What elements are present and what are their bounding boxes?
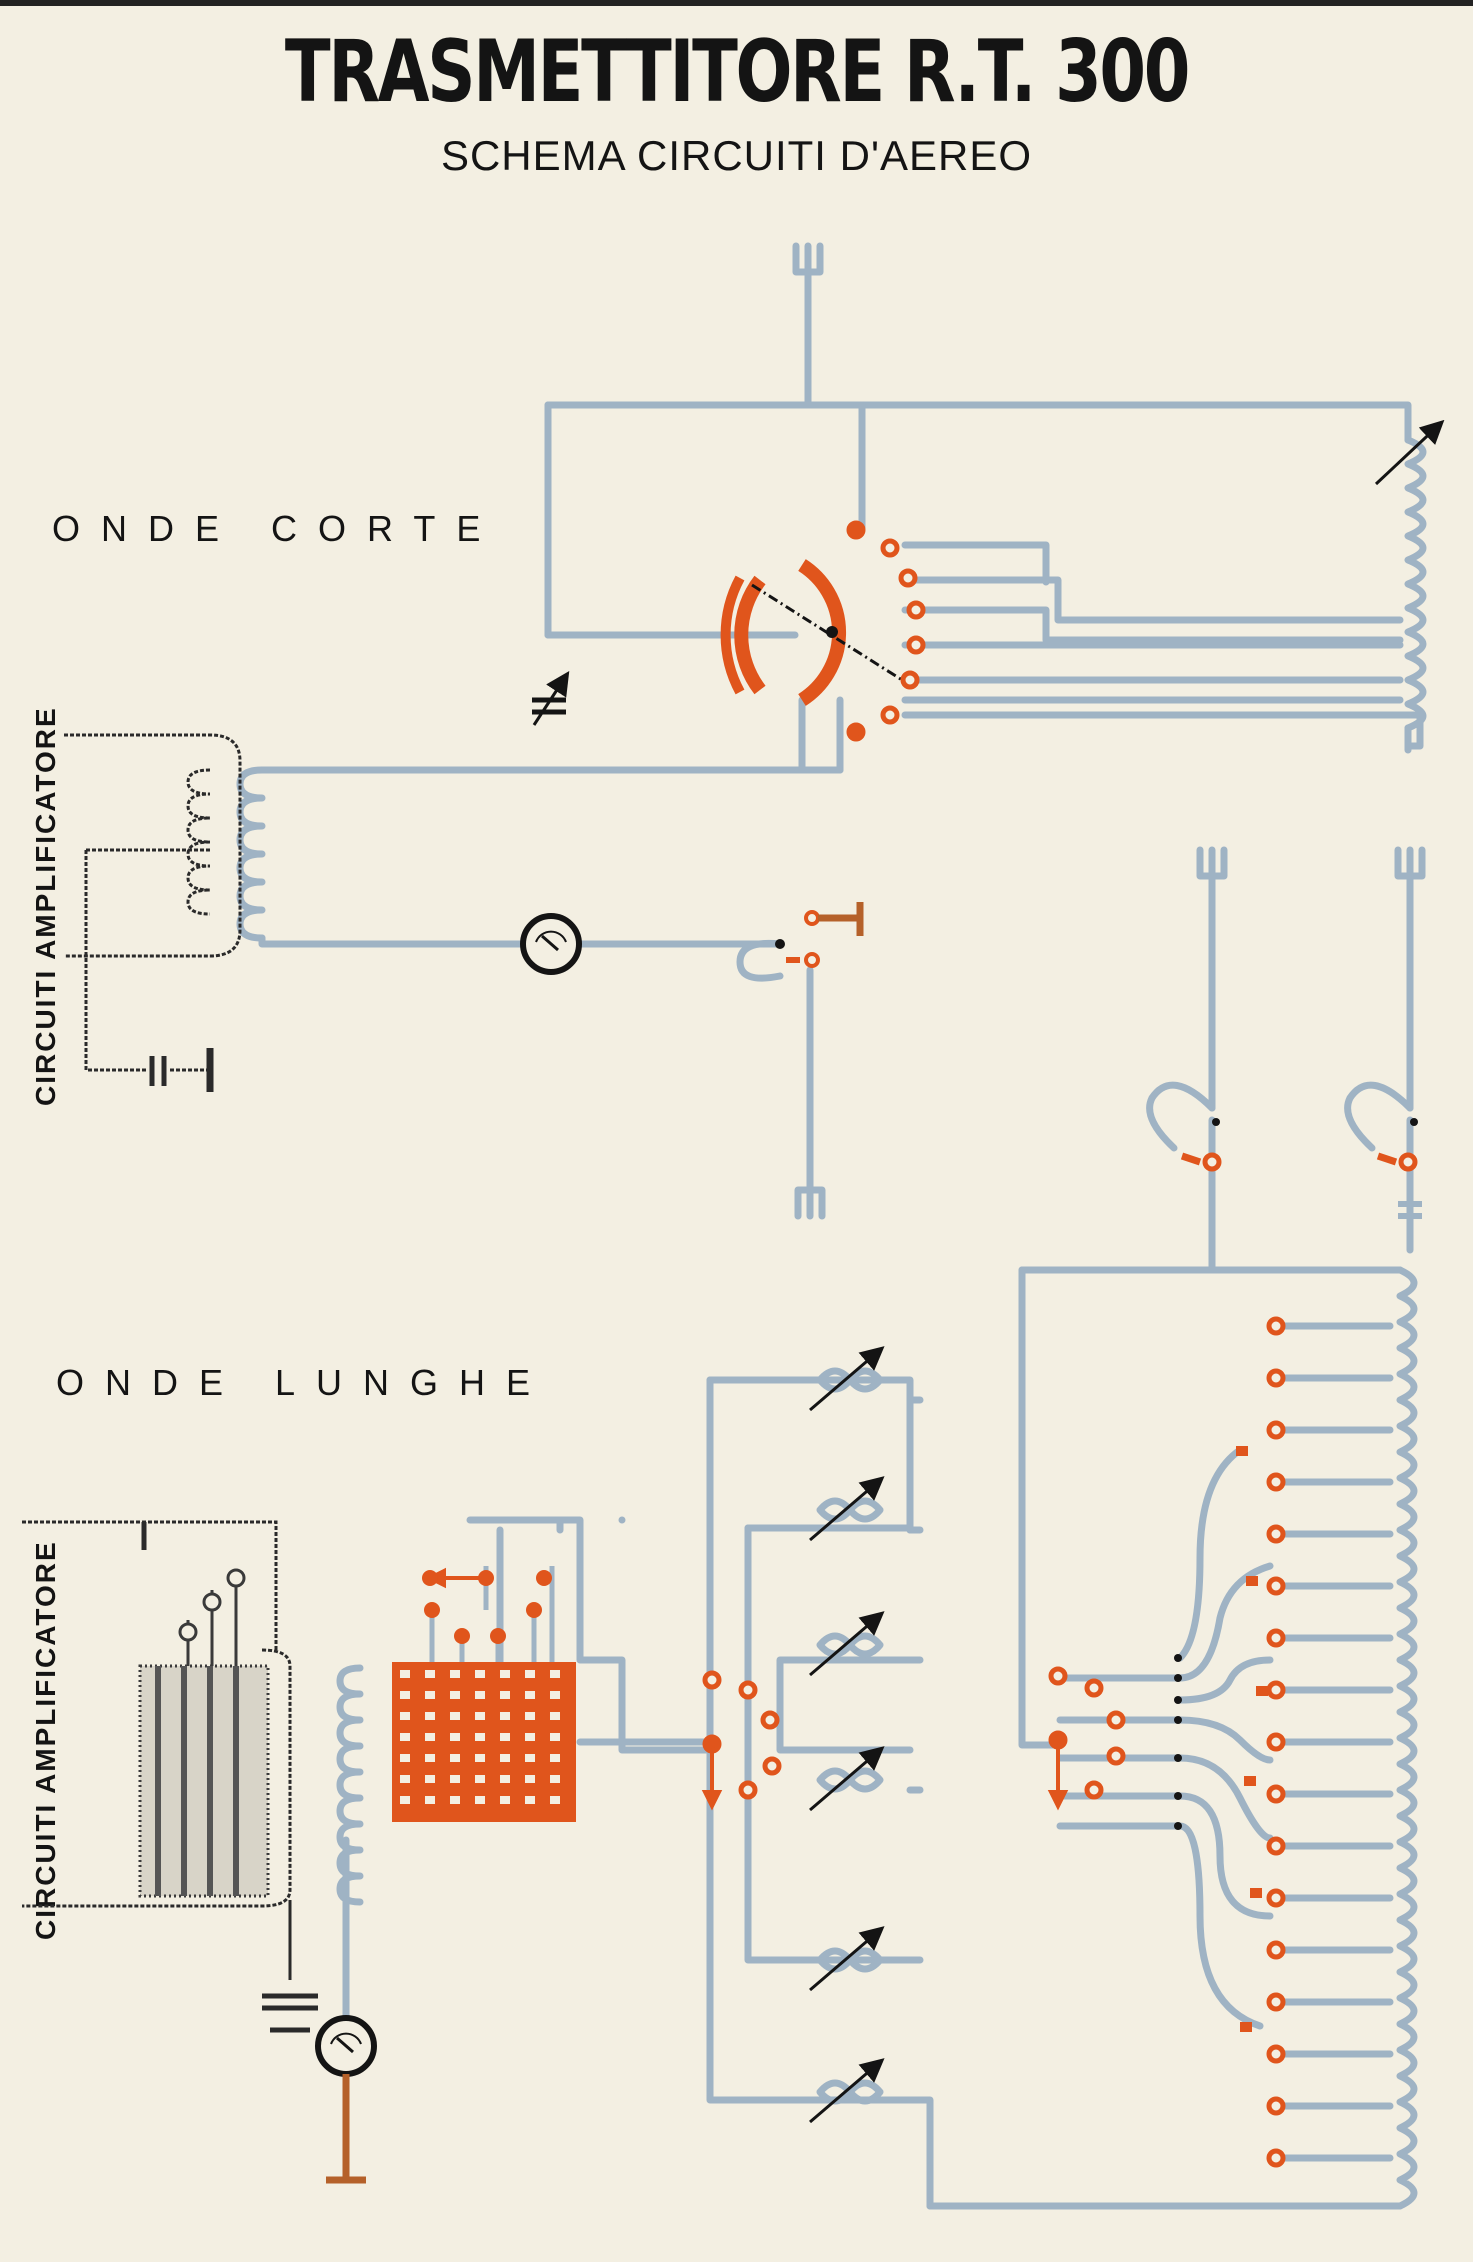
capacitor-grid-cell (400, 1796, 410, 1804)
top-border (0, 0, 1473, 6)
variable-coil-arrow-icon (1374, 419, 1445, 486)
capacitor-grid-cell (450, 1775, 460, 1783)
capacitor-grid-cell (400, 1712, 410, 1720)
long-wave-loading-coil (926, 1266, 1418, 2210)
capacitor-grid-cell (425, 1691, 435, 1699)
capacitor-grid-cell (450, 1754, 460, 1762)
capacitor-grid-cell (400, 1691, 410, 1699)
short-wave-label: ONDE CORTE (52, 508, 502, 549)
long-wave-circuit (336, 846, 1426, 2210)
diagram-title: TRASMETTITORE R.T. 300 (284, 22, 1191, 122)
capacitor-grid-cell (425, 1754, 435, 1762)
capacitor-grid-cell (475, 1712, 485, 1720)
capacitor-grid-cell (475, 1796, 485, 1804)
ammeter-icon (520, 913, 582, 975)
capacitor-grid-cell (550, 1712, 560, 1720)
capacitor-grid-cell (425, 1796, 435, 1804)
capacitor-grid-cell (550, 1775, 560, 1783)
capacitor-icon (149, 1048, 214, 1092)
variable-capacitor-icon (532, 670, 570, 726)
capacitor-grid-cell (425, 1775, 435, 1783)
capacitor-grid-cell (500, 1796, 510, 1804)
diagram-subtitle: SCHEMA CIRCUITI D'AEREO (440, 132, 1033, 179)
capacitor-block-contacts (422, 1570, 552, 1644)
capacitor-grid-cell (450, 1712, 460, 1720)
capacitor-grid-cell (400, 1754, 410, 1762)
amplifier-coil-short-wave (64, 733, 242, 1072)
capacitor-icon (262, 1993, 318, 2033)
long-wave-switch-contacts (702, 1666, 1126, 1800)
capacitor-grid-cell (525, 1754, 535, 1762)
capacitor-grid-cell (525, 1796, 535, 1804)
antenna-icon (794, 1186, 826, 1220)
flexible-lead-pins (1174, 1654, 1182, 1830)
ground-icon (326, 2074, 366, 2184)
capacitor-grid-cell (500, 1733, 510, 1741)
capacitor-grid-cell (550, 1670, 560, 1678)
capacitor-grid-cell (550, 1796, 560, 1804)
capacitor-grid-cell (425, 1733, 435, 1741)
capacitor-grid-cell (550, 1754, 560, 1762)
capacitor-grid-cell (450, 1670, 460, 1678)
capacitor-grid-cell (475, 1775, 485, 1783)
capacitor-grid-cell (525, 1775, 535, 1783)
capacitor-grid-cell (475, 1670, 485, 1678)
capacitor-grid-cell (500, 1691, 510, 1699)
capacitor-grid-cell (475, 1691, 485, 1699)
capacitor-grid-cell (500, 1670, 510, 1678)
capacitor-grid-cell (525, 1712, 535, 1720)
capacitor-icon (1398, 1201, 1422, 1219)
capacitor-grid-cell (400, 1733, 410, 1741)
capacitor-grid-cell (525, 1670, 535, 1678)
capacitor-grid-cell (450, 1691, 460, 1699)
capacitor-grid-cell (525, 1691, 535, 1699)
antenna-icon (1394, 846, 1426, 1112)
long-wave-coupling-coil (336, 1664, 364, 2034)
rotary-switch-short-wave (720, 559, 911, 706)
long-wave-label: ONDE LUNGHE (56, 1362, 552, 1403)
capacitor-grid-cell (500, 1754, 510, 1762)
capacitor-grid-cell (475, 1754, 485, 1762)
capacitor-grid-cell (450, 1733, 460, 1741)
variable-coil-bank (816, 1367, 884, 2105)
coil-tap-contacts (1266, 1316, 1286, 2168)
flexible-lead-plugs (1236, 1446, 1268, 2032)
capacitor-grid-cell (550, 1733, 560, 1741)
antenna-switch-short-wave (775, 902, 864, 968)
capacitor-block-taps (429, 1566, 555, 1662)
capacitor-grid-cell (400, 1670, 410, 1678)
capacitor-grid-cell (400, 1775, 410, 1783)
capacitor-grid-cell (525, 1733, 535, 1741)
rotary-switch-contacts (846, 520, 926, 742)
variable-coil-arrows (809, 1346, 885, 2124)
antenna-icon (792, 242, 824, 409)
capacitor-grid-cell (500, 1775, 510, 1783)
capacitor-grid-cell (425, 1670, 435, 1678)
capacitor-grid-cell (450, 1796, 460, 1804)
short-wave-coupling-coil (236, 766, 530, 948)
capacitor-grid-cell (425, 1712, 435, 1720)
fixed-capacitor-block (392, 1662, 576, 1822)
capacitor-grid-cell (550, 1691, 560, 1699)
amplifier-capacitor-stack (138, 1568, 270, 1898)
short-wave-variable-coil (1404, 436, 1427, 754)
antenna-plug-contacts (1180, 1118, 1418, 1172)
switch-arrows (425, 1567, 1069, 1811)
capacitor-grid-cell (500, 1712, 510, 1720)
short-wave-circuit (236, 242, 1427, 1220)
antenna-icon (1196, 846, 1228, 1112)
ammeter-icon (315, 2015, 377, 2077)
capacitor-grid-cell (475, 1733, 485, 1741)
